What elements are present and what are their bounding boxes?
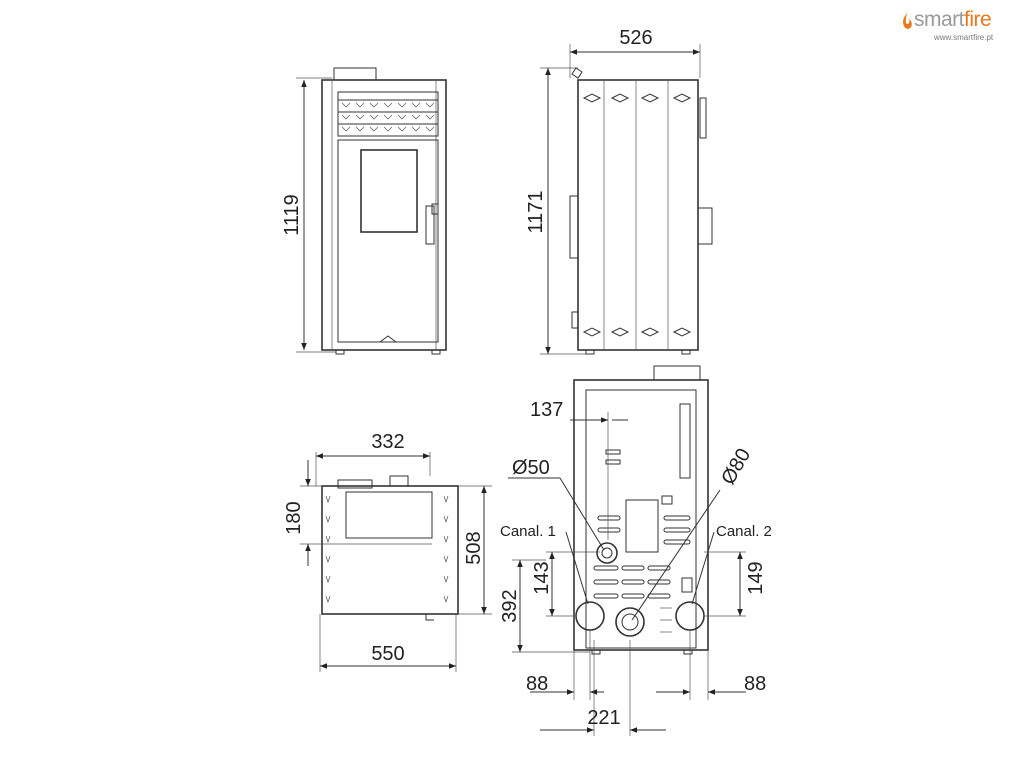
front-view: 1119 [281,67,447,355]
side-body [577,79,699,351]
dim-label-88-right: 88 [744,673,766,695]
dim-label-508: 508 [463,531,485,564]
brand-url: www.smartfire.pt [934,33,994,42]
pipe-50 [596,542,618,564]
dim-label-88-left: 88 [526,673,548,695]
brand-name: smartfire [914,8,992,32]
top-view: 332 180 508 550 [283,431,492,672]
rear-center-panel [625,499,659,553]
dim-label-143: 143 [531,561,553,594]
leader-80 [631,489,721,621]
label-canal-2: Canal. 2 [716,523,772,540]
flue-80 [615,607,645,637]
front-body [321,79,447,351]
brand-name-part1: smart [914,8,965,31]
dim-label-1119: 1119 [281,194,303,236]
dim-label-180: 180 [283,501,305,534]
rear-body [573,379,709,651]
dim-label-550: 550 [371,643,404,665]
side-diamonds-top [582,93,692,103]
label-canal-1: Canal. 1 [500,523,556,540]
top-body [321,485,459,615]
flame-icon [903,13,912,29]
dim-label-392: 392 [499,589,521,622]
side-door-hinge [569,195,579,259]
front-foot-right [431,349,441,355]
dim-label-221: 221 [587,707,620,729]
front-grille [337,91,439,137]
front-top-vent [333,67,377,81]
front-window [360,149,418,233]
dim-label-1171: 1171 [525,190,547,233]
front-door [337,139,439,343]
brand-name-part2: fire [964,8,992,31]
door-logo [379,335,397,343]
side-control-panel [697,207,713,245]
brand-logo: smartfire www.smartfire.pt [900,6,1018,46]
rear-flue-top [653,365,701,381]
side-view: 526 1171 [525,27,713,355]
dim-label-526: 526 [619,27,652,49]
canal-1-outlet [575,601,605,631]
top-window [345,491,433,539]
rear-inner-panel [585,389,697,649]
label-diameter-50: Ø50 [512,457,550,479]
rear-view: 137 Ø50 Ø80 Canal. 1 Canal. 2 143 149 39… [499,365,772,736]
canal-2-outlet [675,601,705,631]
side-diamonds-bottom [582,327,692,337]
label-diameter-80: Ø80 [717,445,755,489]
door-handle [425,205,435,245]
dim-label-137: 137 [530,399,563,421]
rear-slots [593,515,691,599]
side-flue [571,67,583,79]
dim-label-149: 149 [745,561,767,594]
top-handle [425,614,434,621]
leader-50 [559,477,605,551]
dim-label-332: 332 [371,431,404,453]
